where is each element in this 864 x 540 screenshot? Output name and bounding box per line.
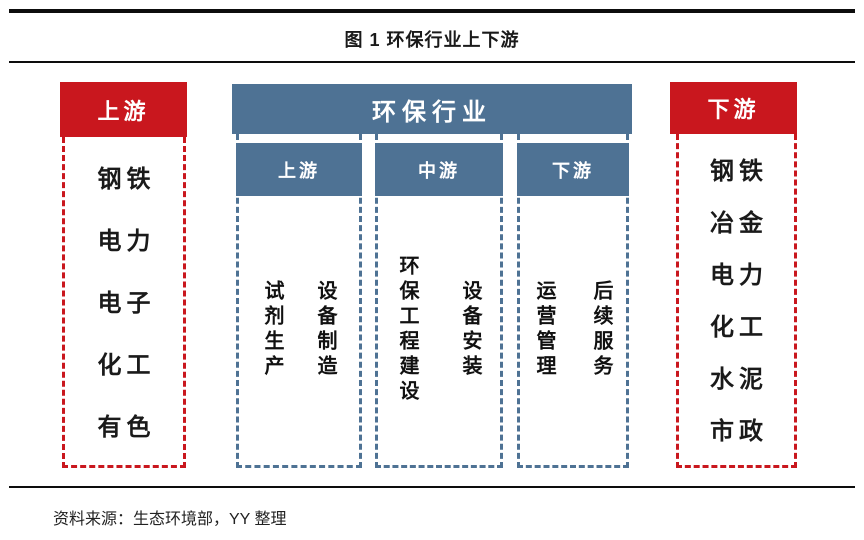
segment-activity: 设备制造 [314,279,336,380]
downstream-industry-item: 化工 [710,314,768,342]
source-divider-rule [9,486,855,488]
segment-upstream-label: 上游 [236,143,362,196]
downstream-industry-item: 钢铁 [710,157,768,185]
segment-activity: 后续服务 [590,279,612,380]
segment-activity: 运营管理 [533,279,555,380]
upstream-industry-item: 有色 [97,413,156,441]
figure-title: 图 1 环保行业上下游 [344,30,520,50]
top-rule [9,9,855,13]
downstream-industry-item: 电力 [710,261,768,289]
upstream-industry-item: 化工 [97,351,156,379]
segment-midstream-label: 中游 [375,143,503,196]
downstream-industry-item: 市政 [710,418,768,446]
segment-upstream-body: 试剂生产 设备制造 [239,196,359,463]
segment-downstream-body: 运营管理 后续服务 [520,196,626,463]
industry-segment-midstream: 中游 环保工程建设 设备安装 [375,134,503,468]
segment-midstream-body: 环保工程建设 设备安装 [378,196,500,463]
downstream-industries-box: 钢铁 冶金 电力 化工 水泥 市政 [676,134,797,468]
segment-activity: 试剂生产 [261,279,283,380]
source-note: 资料来源：生态环境部，YY 整理 [53,511,287,528]
segment-activity: 设备安装 [459,279,481,380]
upstream-industry-item: 电子 [97,289,156,317]
downstream-industry-item: 冶金 [710,209,768,237]
industry-segment-upstream: 上游 试剂生产 设备制造 [236,134,362,468]
title-divider-rule [9,61,855,63]
upstream-header: 上游 [60,82,187,137]
segment-activity: 环保工程建设 [396,254,418,405]
industry-header: 环保行业 [232,84,632,134]
downstream-header: 下游 [670,82,797,134]
upstream-industry-item: 电力 [97,227,156,255]
downstream-industry-item: 水泥 [710,366,768,394]
upstream-industry-item: 钢铁 [97,165,156,193]
industry-segment-downstream: 下游 运营管理 后续服务 [517,134,629,468]
upstream-industries-box: 钢铁 电力 电子 化工 有色 [62,137,186,468]
segment-downstream-label: 下游 [517,143,629,196]
